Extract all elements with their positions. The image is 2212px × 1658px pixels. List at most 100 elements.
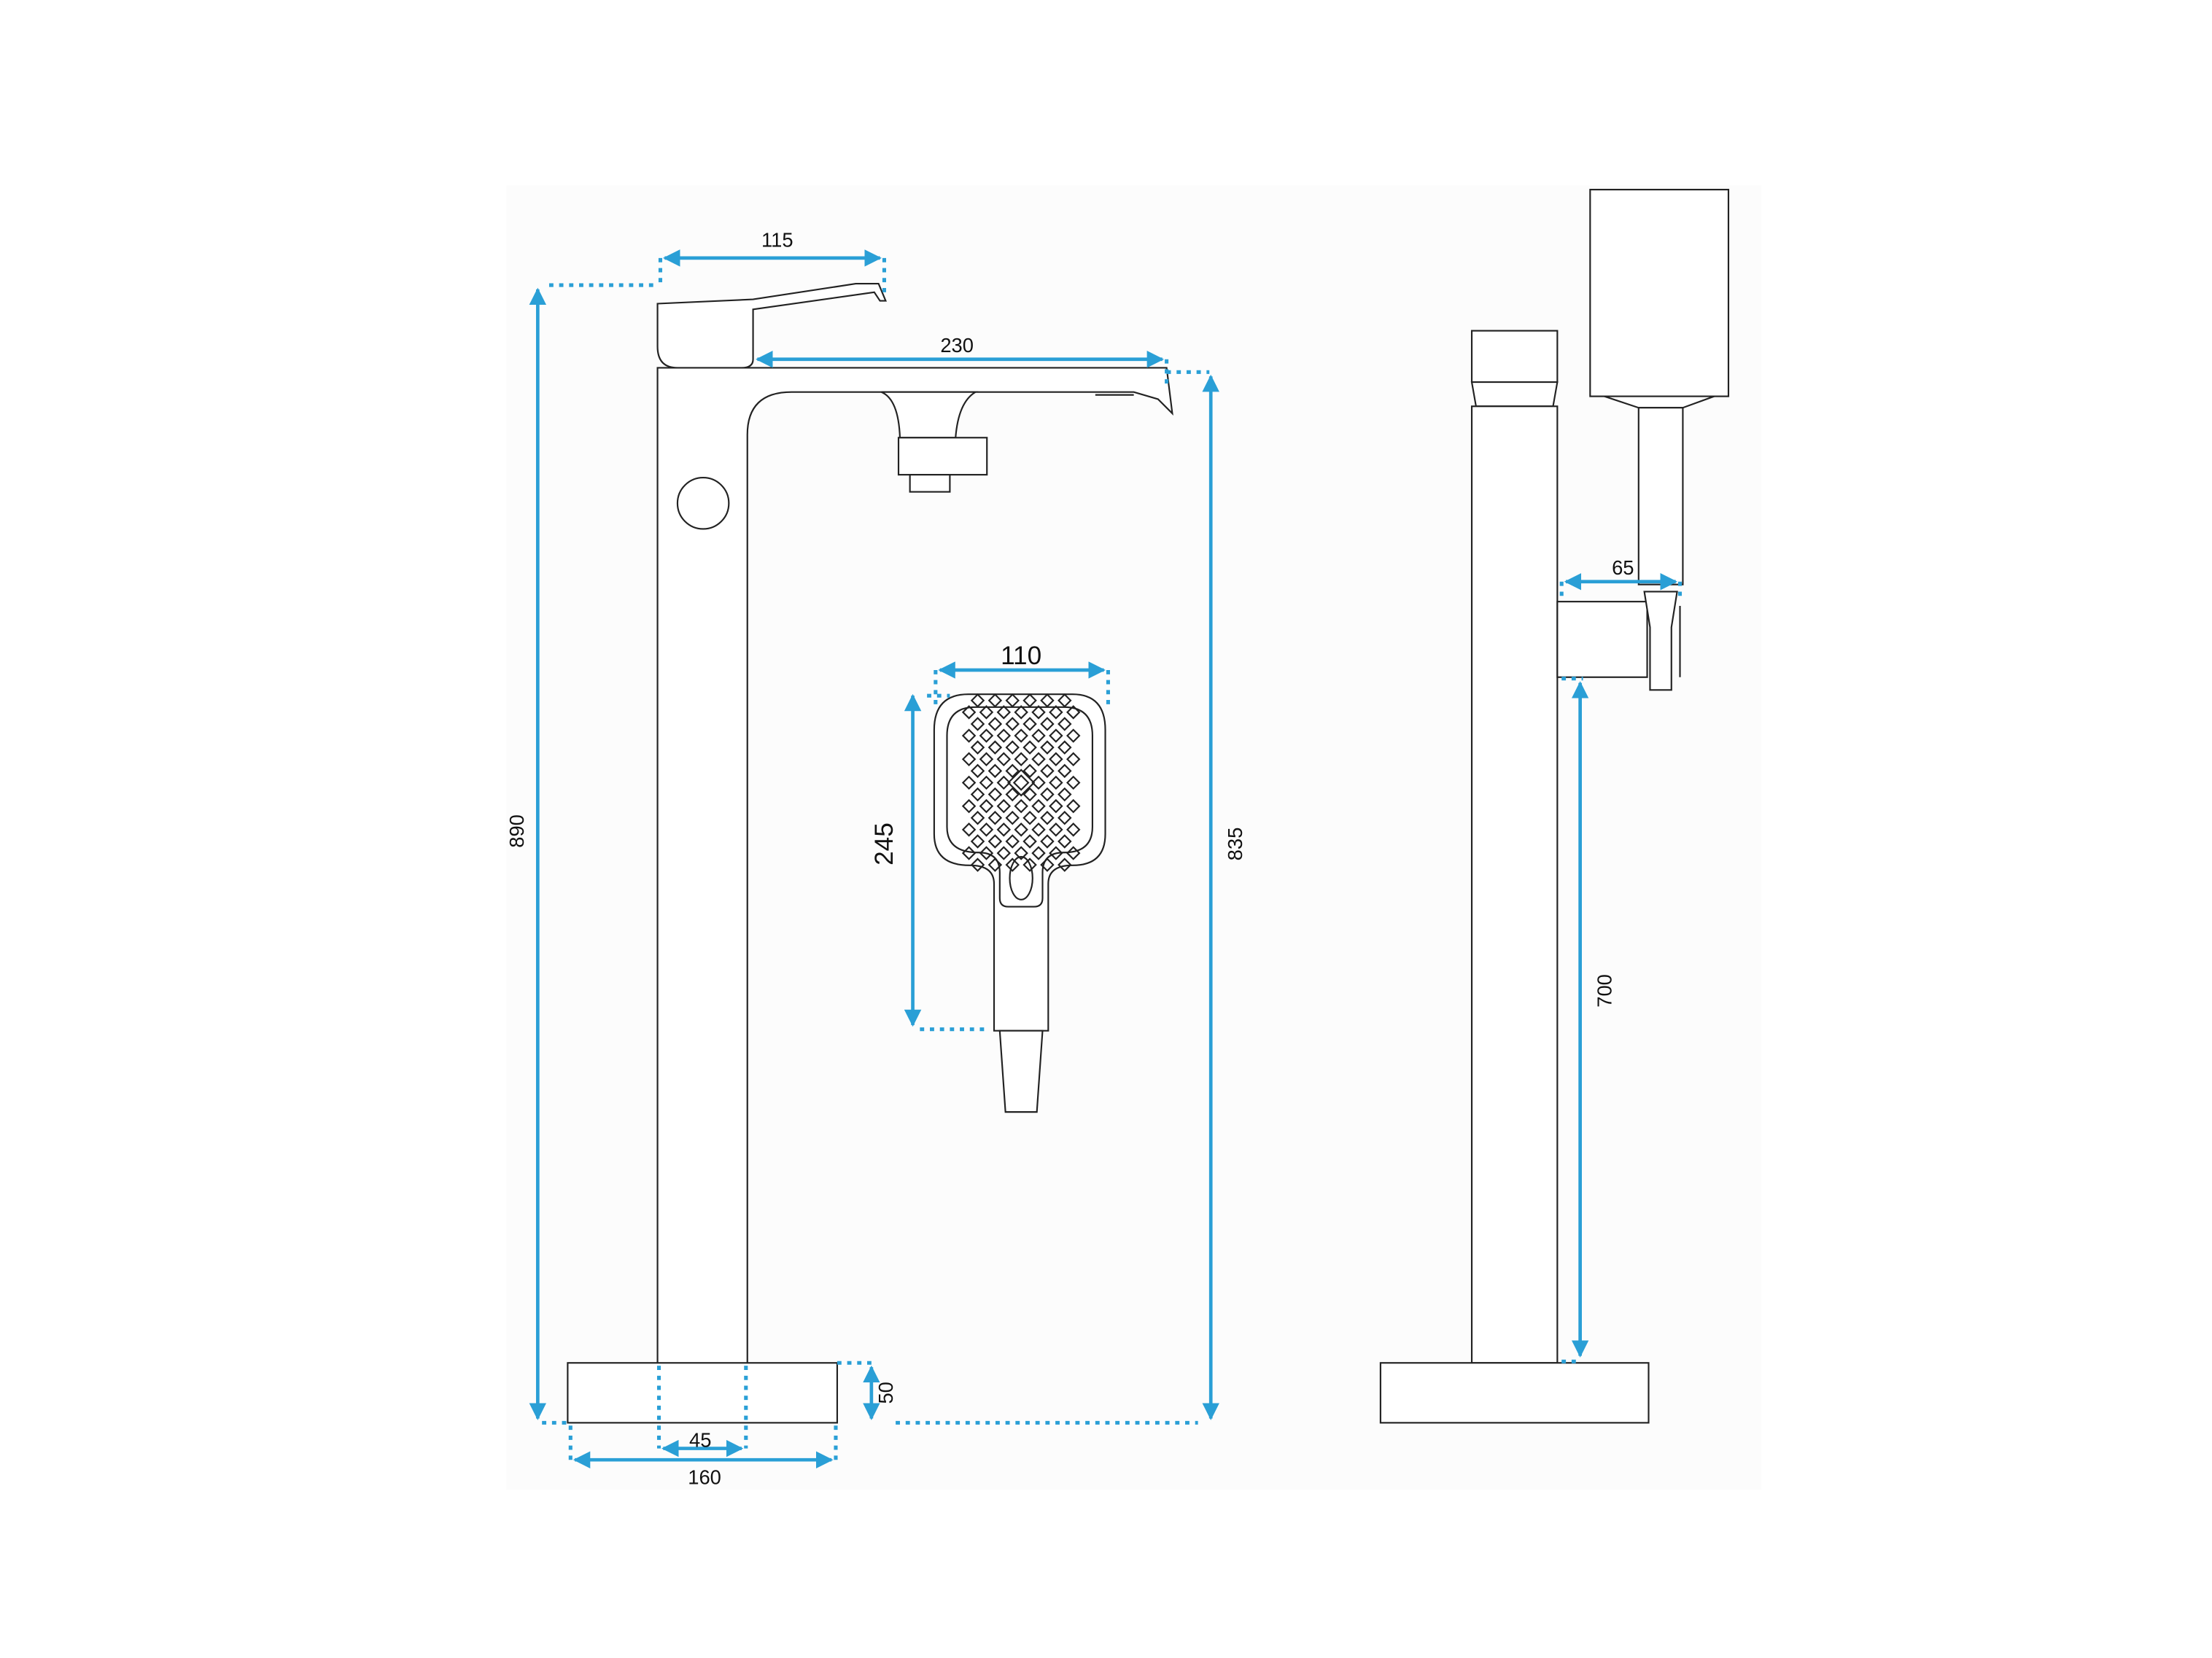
spray-nozzle [1005, 834, 1020, 849]
spray-nozzle [979, 822, 994, 837]
dim-835: 835 [1224, 828, 1246, 861]
spray-nozzle [996, 752, 1012, 766]
spray-nozzle [1005, 787, 1020, 802]
spray-nozzle [979, 752, 994, 766]
spray-nozzle [979, 798, 994, 814]
spray-nozzle [987, 787, 1003, 802]
spray-nozzle [1014, 728, 1028, 743]
spray-nozzle [1066, 775, 1081, 790]
dim-50: 50 [874, 1382, 897, 1404]
spray-nozzle [1049, 822, 1063, 837]
dim-65: 65 [1612, 556, 1634, 579]
spray-nozzle [987, 693, 1003, 708]
spray-nozzle [1022, 834, 1037, 849]
column [1470, 405, 1559, 1364]
spray-nozzle [970, 717, 985, 731]
spray-nozzle [1049, 846, 1063, 860]
spray-nozzle [979, 728, 994, 743]
spray-nozzle [970, 811, 985, 825]
spray-nozzle [1005, 740, 1020, 755]
spray-nozzle [987, 834, 1003, 849]
spray-nozzle [1049, 705, 1063, 720]
spray-nozzle [961, 705, 977, 720]
hose-cone [998, 1030, 1044, 1113]
spray-nozzle [970, 740, 985, 755]
side-base [1379, 1362, 1650, 1424]
hose-connector [897, 437, 988, 476]
faucet-body [656, 367, 1173, 1366]
shower-holder [1556, 601, 1648, 678]
spray-nozzle [1058, 787, 1072, 802]
side-view [1379, 188, 1730, 1424]
spray-nozzle [996, 705, 1012, 720]
dim-110: 110 [1001, 642, 1041, 670]
side-shower-head [1589, 188, 1730, 397]
spray-nozzle [1031, 728, 1046, 743]
spray-nozzle [961, 752, 977, 766]
spray-nozzle [1014, 846, 1028, 860]
spray-nozzle [1005, 693, 1020, 708]
spray-nozzle [1040, 740, 1055, 755]
spray-nozzle [1040, 834, 1055, 849]
hand-shower [933, 693, 1106, 1113]
spray-nozzle [1031, 775, 1046, 790]
spray-nozzle [1040, 693, 1055, 708]
spray-nozzle [987, 740, 1003, 755]
spray-nozzle [1040, 787, 1055, 802]
spray-nozzle [1049, 775, 1063, 790]
spray-nozzle [1058, 717, 1072, 731]
spray-nozzle [1066, 822, 1081, 837]
spray-nozzle [1066, 846, 1081, 860]
spray-nozzle [1058, 693, 1072, 708]
spray-nozzle [979, 846, 994, 860]
spray-nozzle [1049, 798, 1063, 814]
spray-nozzle [1040, 857, 1055, 872]
spray-nozzle [1031, 846, 1046, 860]
spray-nozzle [1022, 717, 1037, 731]
spray-nozzle [1040, 717, 1055, 731]
spray-nozzle [1005, 857, 1020, 872]
spray-nozzle [1066, 752, 1081, 766]
spray-nozzle [1058, 811, 1072, 825]
spray-nozzle [987, 763, 1003, 779]
spray-nozzle [1022, 763, 1037, 779]
dimension-lines [529, 249, 1683, 1468]
spray-nozzle [1014, 705, 1028, 720]
spray-nozzle [970, 787, 985, 802]
spray-nozzle [987, 811, 1003, 825]
spray-nozzle [979, 705, 994, 720]
spray-nozzle [996, 775, 1012, 790]
spray-nozzle [1014, 822, 1028, 837]
spray-nozzle [970, 857, 985, 872]
spray-nozzle [1031, 798, 1046, 814]
spray-nozzle [1031, 822, 1046, 837]
spray-nozzle [979, 775, 994, 790]
spray-nozzle [961, 798, 977, 814]
dim-115: 115 [761, 228, 793, 251]
spray-nozzle [996, 846, 1012, 860]
dim-230: 230 [940, 334, 974, 357]
dim-45: 45 [689, 1429, 711, 1452]
spray-nozzle [1066, 798, 1081, 814]
spray-nozzle [970, 693, 985, 708]
spray-nozzle [1022, 693, 1037, 708]
spray-nozzle [1031, 752, 1046, 766]
spray-nozzle [1058, 740, 1072, 755]
spray-nozzle [1049, 728, 1063, 743]
spray-nozzle [961, 775, 977, 790]
diverter-button [676, 476, 730, 530]
spray-nozzle [996, 822, 1012, 837]
spray-nozzle [1066, 705, 1081, 720]
spray-nozzle [996, 798, 1012, 814]
spray-nozzle [970, 763, 985, 779]
spray-nozzle [1040, 763, 1055, 779]
dim-890: 890 [505, 814, 528, 848]
spray-nozzle [1014, 752, 1028, 766]
dim-245: 245 [870, 822, 899, 865]
center-nozzle [1012, 774, 1030, 791]
spray-nozzle [1022, 811, 1037, 825]
spray-nozzle [961, 846, 977, 860]
spray-nozzle [961, 728, 977, 743]
spray-nozzle [987, 717, 1003, 731]
